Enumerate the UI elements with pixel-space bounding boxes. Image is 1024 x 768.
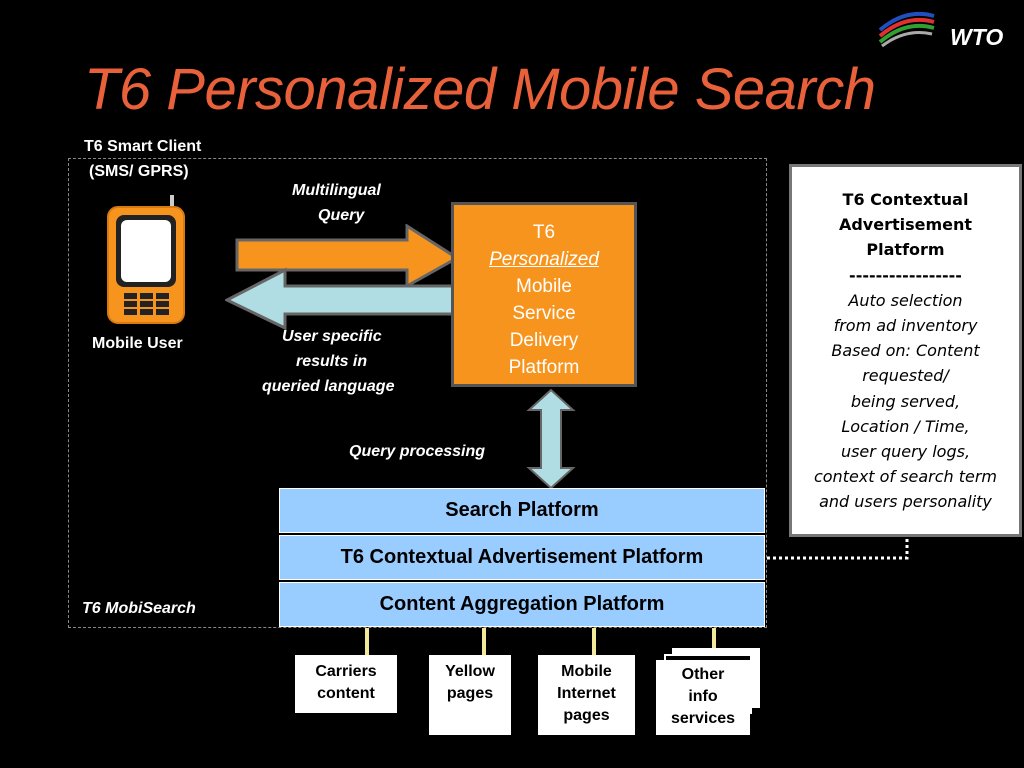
mobile-user-label: Mobile User <box>92 335 183 352</box>
query-arrows <box>225 224 461 330</box>
search-platform: Search Platform <box>279 488 765 533</box>
multilingual-label: Multilingual <box>292 182 381 199</box>
carriers-content-box: Carriers content <box>295 655 397 713</box>
smart-client-sub-label: (SMS/ GPRS) <box>89 163 189 180</box>
results-label-2: results in <box>296 353 368 370</box>
results-label-3: queried language <box>262 378 395 395</box>
delivery-line-6: Platform <box>508 357 580 378</box>
content-aggregation-platform: Content Aggregation Platform <box>279 582 765 627</box>
ad-platform-description: Auto selection from ad inventory Based o… <box>813 290 998 512</box>
query-arrow <box>235 224 460 289</box>
delivery-line-5: Delivery <box>509 330 579 351</box>
mobisearch-label: T6 MobiSearch <box>82 600 196 617</box>
query-label: Query <box>318 207 365 224</box>
ad-platform-info-box: T6 Contextual Advertisement Platform ---… <box>789 164 1022 537</box>
mobile-phone-icon <box>107 195 185 324</box>
delivery-platform-box: T6 Personalized Mobile Service Delivery … <box>451 202 637 387</box>
ad-connector <box>767 538 909 560</box>
page-title: T6 Personalized Mobile Search <box>84 57 876 122</box>
smart-client-label: T6 Smart Client <box>84 138 202 155</box>
internet-connector <box>592 628 596 656</box>
other-info-services-box: Other info services <box>656 660 750 735</box>
results-arrow <box>225 267 461 330</box>
wto-logo-icon <box>878 11 935 48</box>
ad-platform-heading: T6 Contextual Advertisement Platform ---… <box>838 190 973 285</box>
carriers-connector <box>365 628 369 656</box>
query-processing-label: Query processing <box>349 443 486 460</box>
mobile-internet-pages-box: Mobile Internet pages <box>538 655 635 735</box>
delivery-line-2: Personalized <box>489 249 599 270</box>
delivery-line-4: Service <box>512 303 576 324</box>
results-label-1: User specific <box>282 328 382 345</box>
contextual-ad-platform: T6 Contextual Advertisement Platform <box>279 535 765 580</box>
delivery-line-1: T6 <box>532 222 556 243</box>
yellow-connector <box>482 628 486 656</box>
delivery-line-3: Mobile <box>516 276 572 297</box>
processing-double-arrow <box>526 388 576 490</box>
wto-logo-text: WTO <box>950 24 1004 50</box>
other-connector <box>712 628 716 650</box>
mobisearch-region <box>68 158 767 628</box>
yellow-pages-box: Yellow pages <box>429 655 511 735</box>
